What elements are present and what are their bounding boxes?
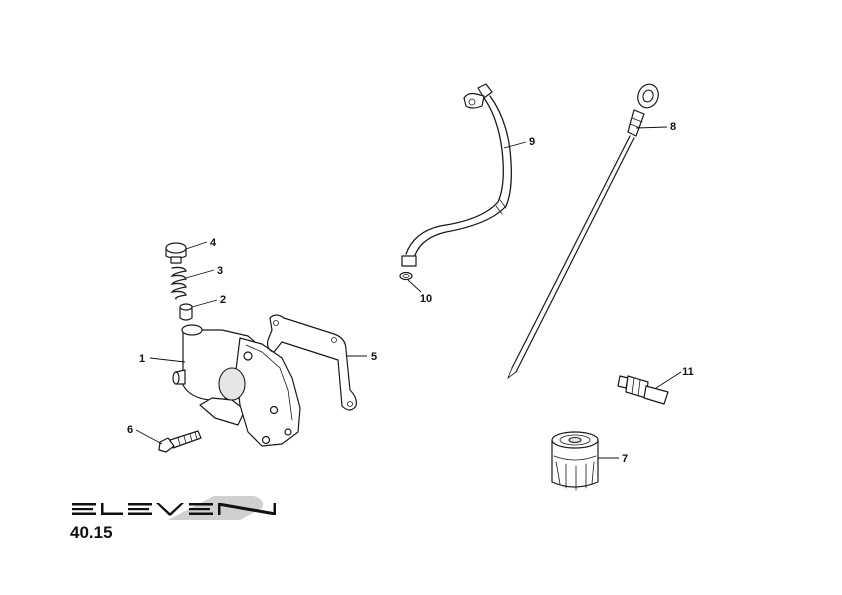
- part-1-pump-plate: [218, 337, 301, 447]
- callout-2: 2: [220, 294, 226, 306]
- callout-7: 7: [622, 453, 628, 465]
- part-11-pressure-switch: [617, 375, 669, 405]
- part-6-bolt: [158, 430, 202, 453]
- callout-6: 6: [127, 424, 133, 436]
- part-7-oil-filter: [551, 431, 599, 491]
- callout-labels: 1 2 3 4 5 6 7 8 9 10 11: [127, 121, 694, 465]
- callout-8: 8: [670, 121, 676, 133]
- part-10-o-ring: [399, 271, 413, 281]
- callout-10: 10: [420, 293, 432, 305]
- part-2-plunger: [179, 303, 193, 321]
- callout-4: 4: [210, 237, 217, 249]
- callout-3: 3: [217, 265, 223, 277]
- callout-9: 9: [529, 136, 535, 148]
- part-4-plug-cap: [165, 242, 187, 264]
- page-number: 40.15: [70, 523, 113, 542]
- part-9-dipstick-tube: [401, 83, 512, 267]
- leader-lines: [135, 126, 682, 459]
- callout-11: 11: [682, 366, 694, 378]
- eleven-logo: [72, 496, 276, 520]
- part-3-spring: [170, 266, 187, 300]
- part-8-dipstick: [507, 83, 659, 380]
- part-5-gasket: [267, 314, 357, 411]
- callout-1: 1: [139, 353, 145, 365]
- callout-5: 5: [371, 351, 377, 363]
